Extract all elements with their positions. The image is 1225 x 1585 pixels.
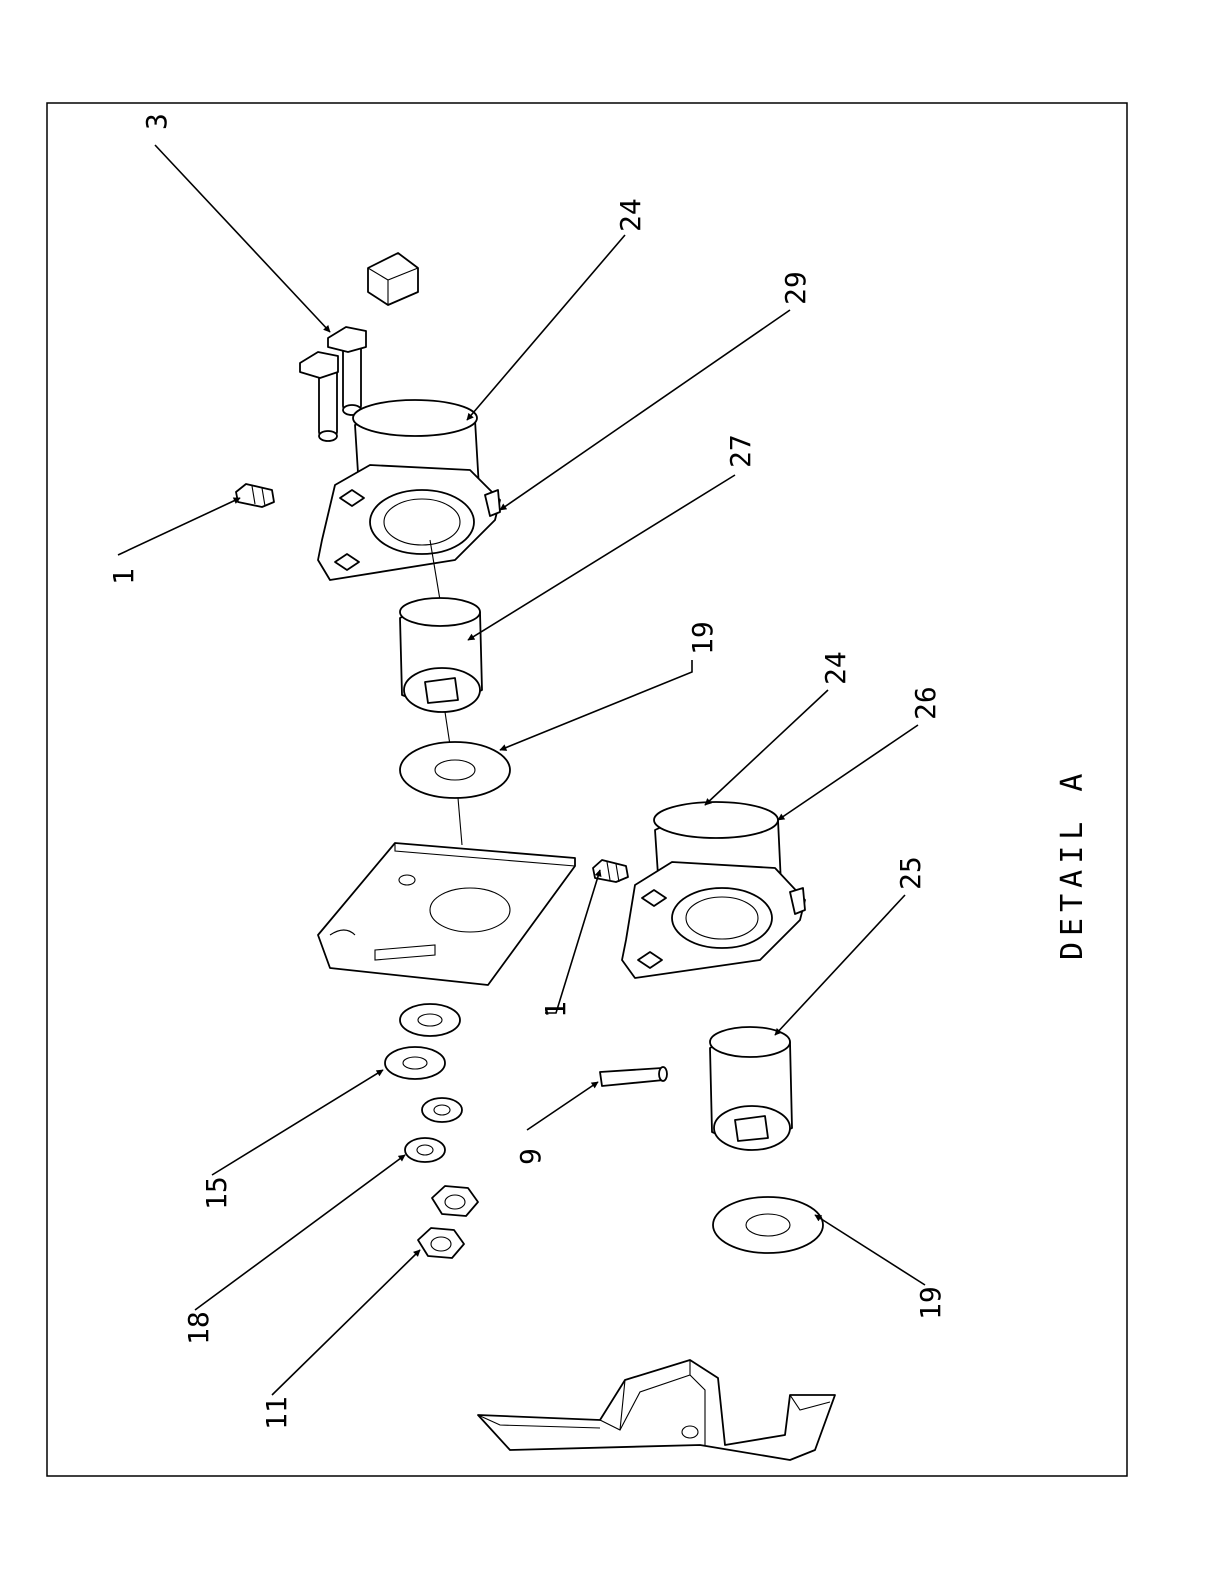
frame-bracket [478, 1360, 835, 1460]
hex-nuts [418, 1186, 478, 1258]
callout-9: 9 [514, 1148, 547, 1165]
callout-27: 27 [724, 434, 757, 468]
bushing-lower [710, 1027, 792, 1150]
grease-fitting-lower [593, 860, 628, 882]
callout-1-lower: 1 [539, 1001, 572, 1018]
mounting-plate [318, 843, 575, 985]
washer-lower [713, 1197, 823, 1253]
callout-15: 15 [200, 1176, 233, 1210]
flange-bearing-lower [622, 802, 805, 978]
centerline-upper-3 [458, 798, 462, 845]
detail-title: DETAIL A [1055, 768, 1090, 961]
callout-24-lower: 24 [819, 651, 852, 685]
washer-upper [400, 742, 510, 798]
callout-26: 26 [909, 686, 942, 720]
centerline-upper-2 [445, 712, 450, 745]
callout-1-upper: 1 [107, 568, 140, 585]
callout-24-upper: 24 [614, 198, 647, 232]
callout-25: 25 [894, 856, 927, 890]
lock-washers [405, 1098, 462, 1162]
callout-19-lower: 19 [914, 1286, 947, 1320]
drawing-border [47, 103, 1127, 1476]
callout-29: 29 [779, 271, 812, 305]
callout-19-upper: 19 [686, 621, 719, 655]
flat-washers [385, 1004, 460, 1079]
roll-pin [600, 1067, 667, 1086]
grease-fitting-upper [236, 484, 274, 507]
callout-11: 11 [260, 1396, 293, 1430]
callout-18: 18 [182, 1311, 215, 1345]
bushing-upper [400, 598, 482, 712]
square-key [368, 253, 418, 305]
flange-bearing-upper [318, 400, 500, 580]
callout-3: 3 [140, 113, 173, 130]
